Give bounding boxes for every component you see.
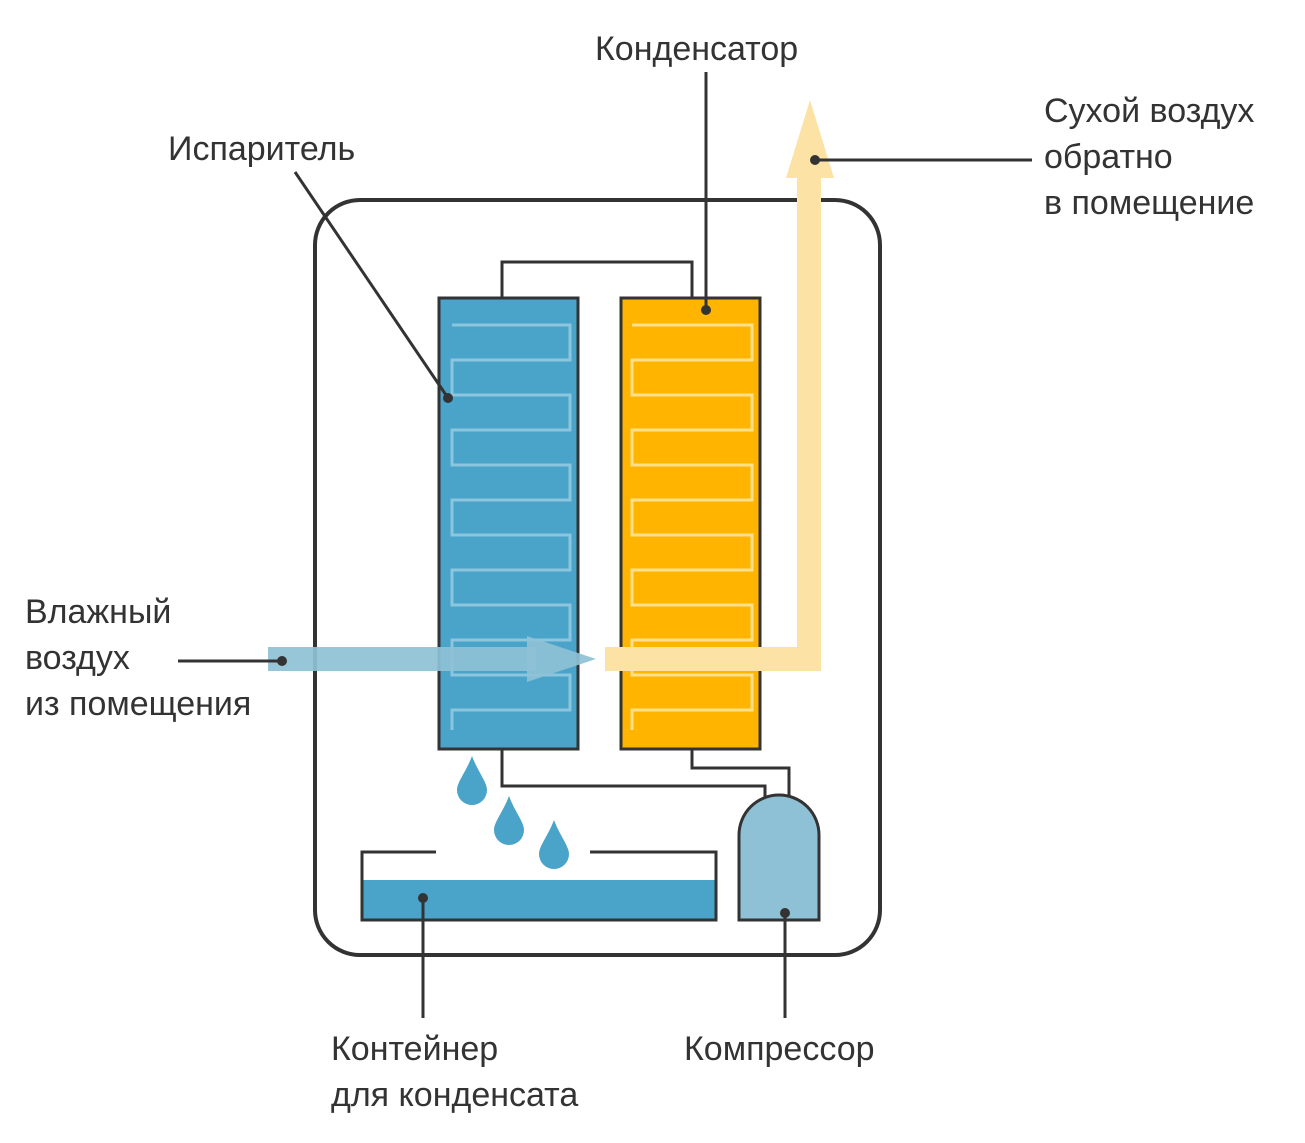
device-housing [313,198,882,957]
compressor-label: Компрессор [684,1030,875,1068]
evaporator-leader-dot [443,393,453,403]
water-drop [494,796,524,845]
dry-air-leader-dot [810,155,820,165]
evaporator-leader [293,171,450,399]
container-water [362,880,716,920]
dry-air-label: Сухой воздух обратно в помещение [1044,92,1264,222]
dry-air-label-line: Сухой воздух [1044,92,1254,130]
container-label: Контейнер для конденсата [331,1030,578,1114]
condenser-label: Конденсатор [595,30,798,68]
condenser-body [619,296,762,751]
humid-air-arrow [268,636,596,682]
condensate-container [360,850,718,922]
condenser-coil [630,323,754,730]
humid-air-label: Влажный воздух из помещения [25,593,251,723]
evaporator-to-compressor-pipe [500,749,767,805]
container-walls [360,850,718,922]
humid-air-label-line: из помещения [25,685,251,723]
top-pipe [500,260,694,298]
dry-air-label-line: в помещение [1044,184,1254,222]
water-drop [539,820,569,869]
compressor-leader-dot [780,908,790,918]
container-label-line: для конденсата [331,1076,578,1114]
humid-air-label-line: Влажный [25,593,171,631]
evaporator-body [437,296,580,751]
humid-air-leader-dot [277,656,287,666]
evaporator-label: Испаритель [168,130,355,168]
condenser-to-compressor-pipe [690,749,791,800]
compressor [737,793,821,922]
container-label-line: Контейнер [331,1030,498,1068]
container-leader-dot [418,893,428,903]
water-drop [457,756,487,805]
evaporator [437,296,580,751]
dry-air-label-line: обратно [1044,138,1173,176]
humid-air-label-line: воздух [25,639,130,677]
condenser-leader-dot [701,305,711,315]
condenser [619,296,762,751]
